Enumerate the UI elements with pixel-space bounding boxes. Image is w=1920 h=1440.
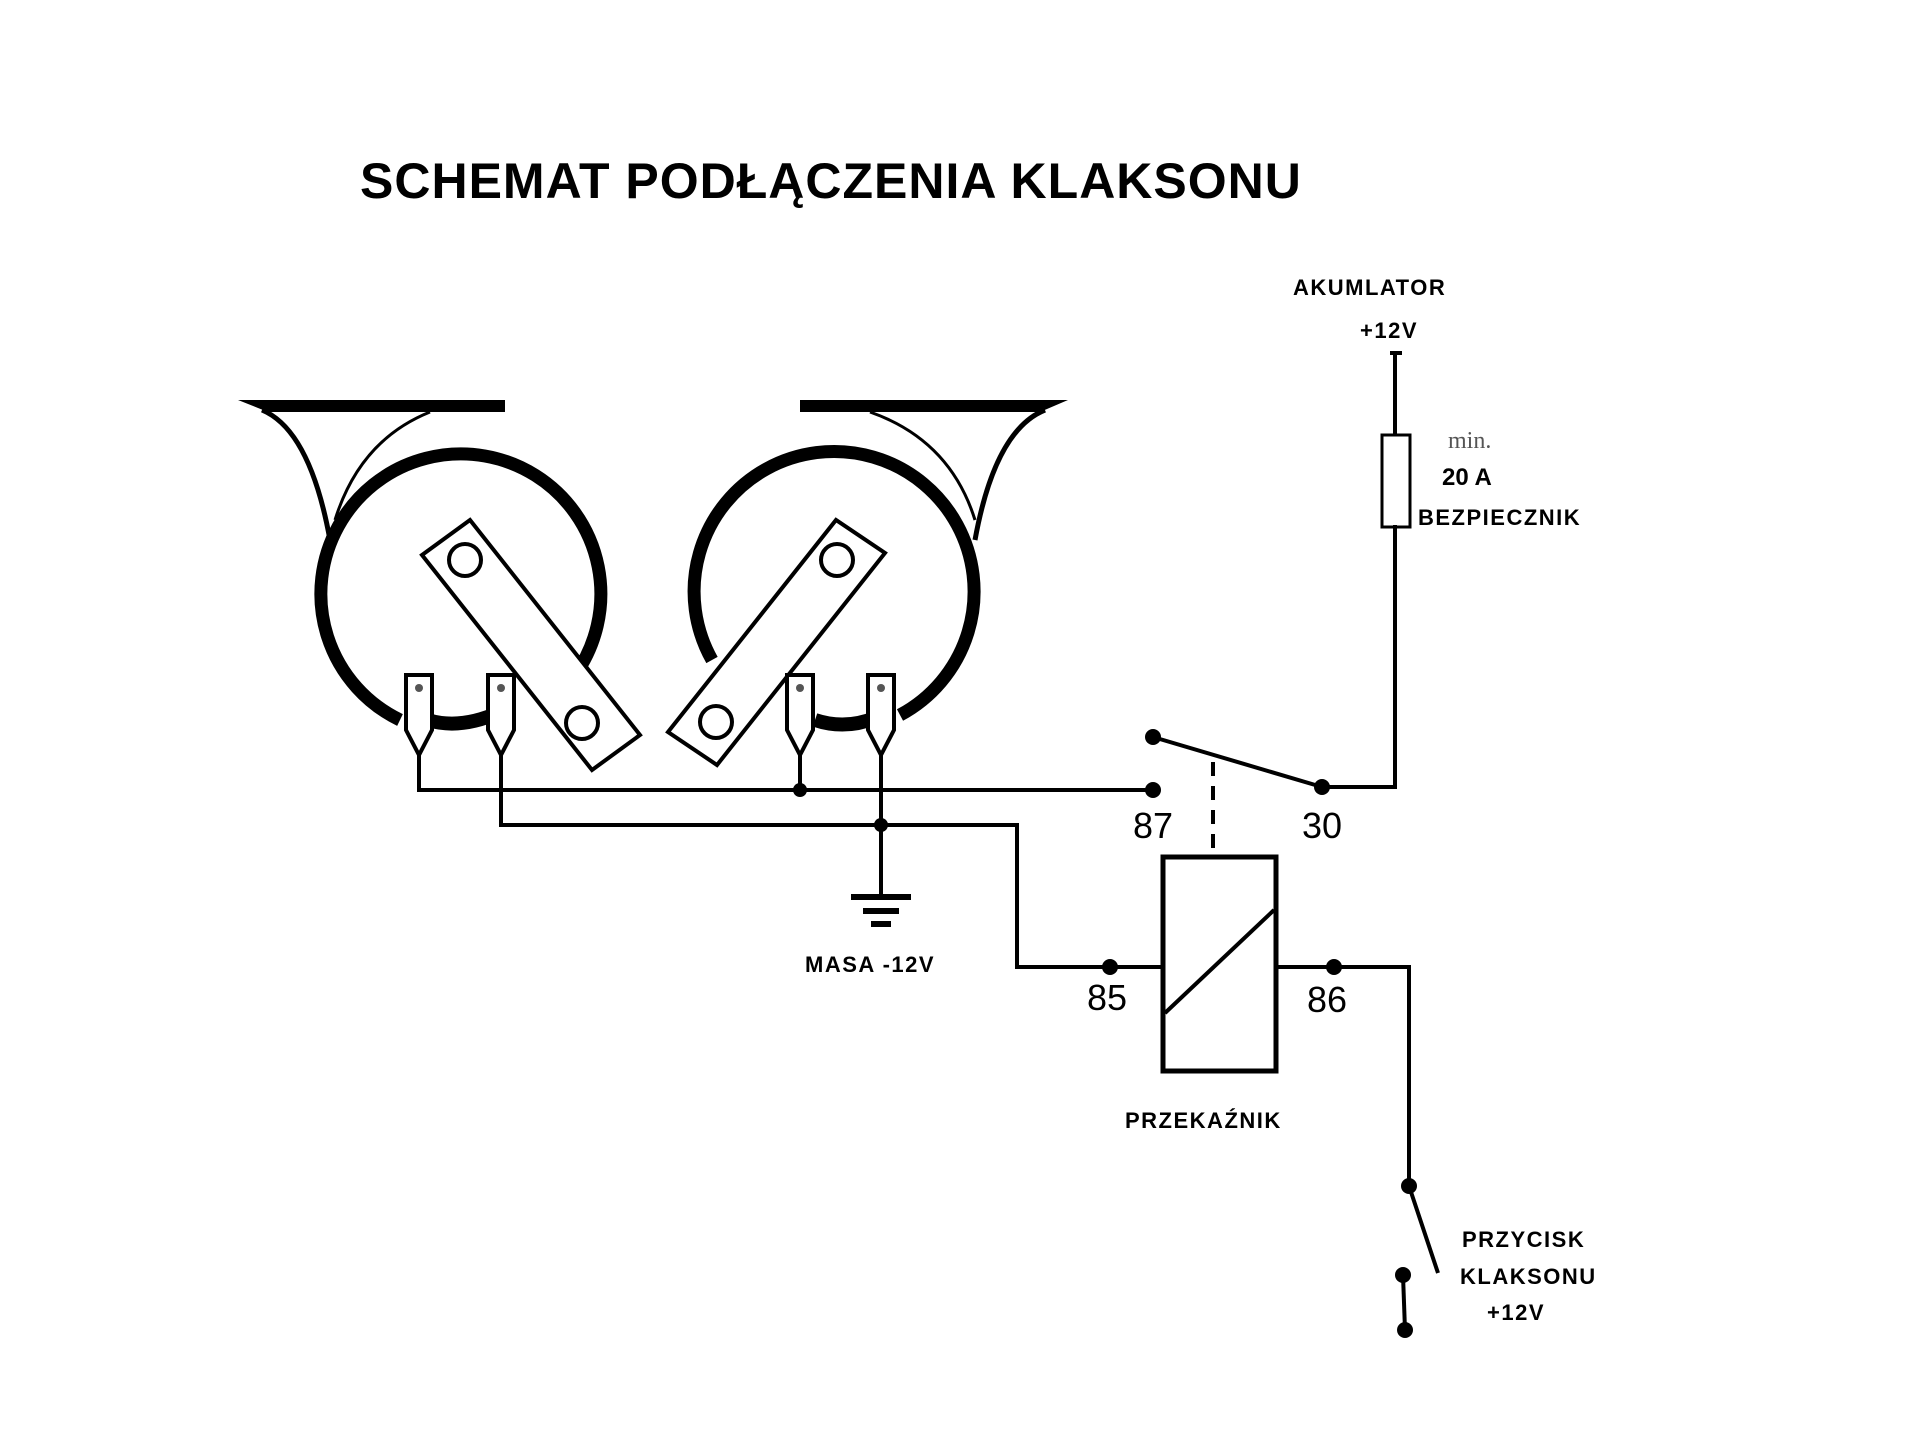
right-horn-body: [687, 444, 981, 721]
ground-symbol: [851, 894, 911, 927]
battery-label: AKUMLATOR: [1293, 275, 1446, 300]
relay-switch-arm: [1152, 735, 1323, 789]
relay-pin-86-label: 86: [1307, 979, 1347, 1020]
fuse-label: BEZPIECZNIK: [1418, 505, 1581, 530]
right-horn-bracket: [800, 400, 1068, 412]
horn-button-label-line2: KLAKSONU: [1460, 1264, 1597, 1289]
right-horn-flare: [972, 407, 1046, 541]
left-horn-body: [314, 447, 608, 726]
right-horn: [665, 400, 1068, 768]
fuse-note: min.: [1448, 428, 1491, 454]
right-horn-terminal-1: [785, 673, 815, 760]
horn-button-voltage: +12V: [1487, 1300, 1545, 1325]
relay-pin-87-label: 87: [1133, 805, 1173, 846]
left-horn: [238, 400, 643, 773]
battery-voltage: +12V: [1360, 318, 1418, 343]
ground-label: MASA -12V: [805, 952, 935, 977]
junction-dot: [874, 818, 888, 832]
horn-button-switch: [1395, 1178, 1440, 1338]
relay-coil-slash: [1163, 908, 1276, 1015]
relay-label: PRZEKAŹNIK: [1125, 1108, 1282, 1133]
wire-horns-ground: [499, 753, 1112, 969]
relay-pin-30-label: 30: [1302, 805, 1342, 846]
relay-pin-86-dot: [1326, 959, 1342, 975]
relay-pin-85-dot: [1102, 959, 1118, 975]
left-horn-terminal-1: [404, 673, 434, 760]
right-horn-terminal-2: [866, 673, 896, 760]
relay-pin-87-dot: [1145, 782, 1161, 798]
right-horn-plate: [665, 517, 888, 768]
left-horn-plate: [419, 517, 643, 773]
diagram-title: SCHEMAT PODŁĄCZENIA KLAKSONU: [360, 153, 1302, 209]
relay-pin-85-label: 85: [1087, 977, 1127, 1018]
fuse-symbol: [1380, 433, 1412, 529]
wire-fuse-to-30: [1320, 525, 1397, 789]
left-horn-terminal-2: [486, 673, 516, 760]
junction-dot: [793, 783, 807, 797]
left-horn-bracket: [238, 400, 505, 412]
horn-button-label-line1: PRZYCISK: [1462, 1227, 1585, 1252]
wire-horns-positive-to-87: [417, 753, 1155, 792]
fuse-rating: 20 A: [1442, 464, 1492, 491]
wire-86-to-button: [1274, 965, 1411, 1187]
left-horn-flare: [260, 407, 333, 541]
